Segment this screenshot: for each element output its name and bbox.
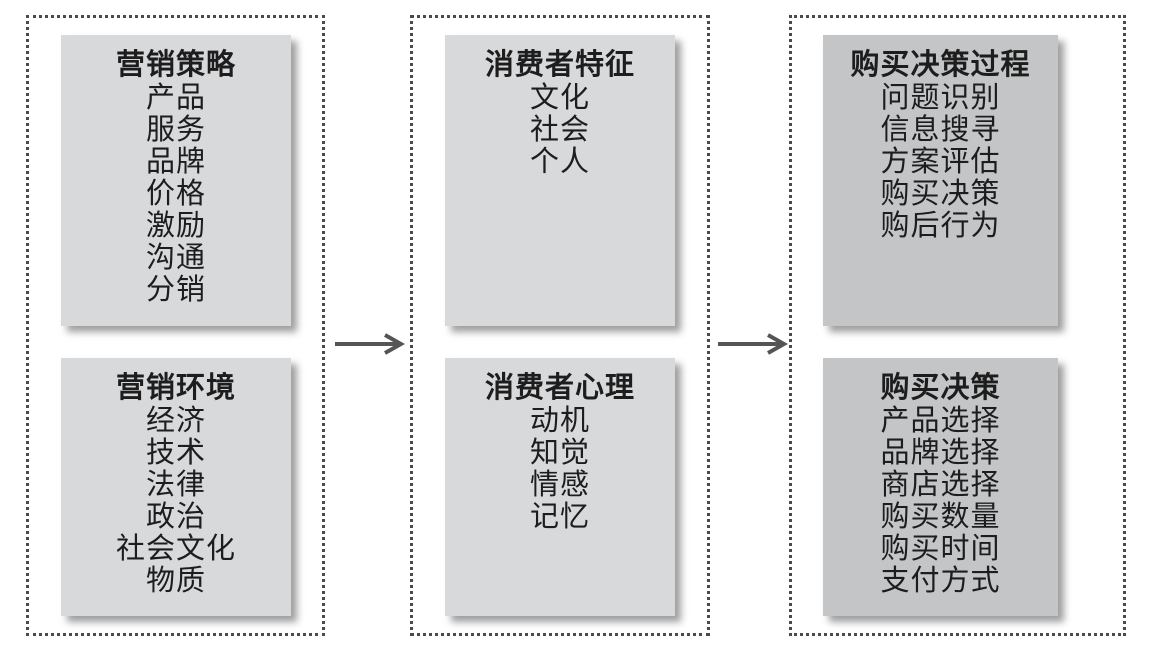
box-item-list: 产品选择 品牌选择 商店选择 购买数量 购买时间 支付方式 [823, 404, 1058, 596]
consumer-psychology-box: 消费者心理 动机 知觉 情感 记忆 [445, 358, 675, 616]
list-item: 社会 [529, 112, 590, 146]
marketing-strategy-box: 营销策略 产品 服务 品牌 价格 激励 沟通 分销 [61, 35, 291, 326]
list-item: 情感 [529, 467, 590, 501]
list-item: 信息搜寻 [880, 112, 1001, 146]
box-item-list: 文化 社会 个人 [445, 81, 675, 177]
list-item: 购买决策 [880, 176, 1001, 210]
list-item: 社会文化 [115, 531, 236, 565]
box-title: 消费者特征 [484, 47, 635, 81]
list-item: 问题识别 [880, 80, 1001, 114]
list-item: 购后行为 [880, 208, 1001, 242]
list-item: 动机 [529, 403, 590, 437]
box-title: 营销环境 [115, 370, 236, 404]
list-item: 激励 [145, 208, 206, 242]
right-arrow-icon [718, 333, 788, 355]
list-item: 个人 [529, 144, 590, 178]
list-item: 价格 [145, 176, 206, 210]
list-item: 支付方式 [880, 563, 1001, 597]
box-title: 消费者心理 [484, 370, 635, 404]
marketing-environment-box: 营销环境 经济 技术 法律 政治 社会文化 物质 [61, 358, 291, 616]
list-item: 法律 [145, 467, 206, 501]
list-item: 知觉 [529, 435, 590, 469]
consumer-characteristics-box: 消费者特征 文化 社会 个人 [445, 35, 675, 326]
right-arrow-icon [335, 333, 405, 355]
list-item: 产品 [145, 80, 206, 114]
list-item: 服务 [145, 112, 206, 146]
list-item: 技术 [145, 435, 206, 469]
box-item-list: 问题识别 信息搜寻 方案评估 购买决策 购后行为 [823, 81, 1058, 241]
list-item: 购买数量 [880, 499, 1001, 533]
box-item-list: 动机 知觉 情感 记忆 [445, 404, 675, 532]
list-item: 沟通 [145, 240, 206, 274]
box-title: 营销策略 [115, 47, 236, 81]
list-item: 分销 [145, 272, 206, 306]
purchase-decision-group: 购买决策过程 问题识别 信息搜寻 方案评估 购买决策 购后行为 购买决策 产品选… [789, 15, 1126, 636]
box-item-list: 经济 技术 法律 政治 社会文化 物质 [61, 404, 291, 596]
list-item: 商店选择 [880, 467, 1001, 501]
list-item: 记忆 [529, 499, 590, 533]
list-item: 品牌选择 [880, 435, 1001, 469]
box-title: 购买决策过程 [850, 47, 1031, 81]
purchase-decisions-box: 购买决策 产品选择 品牌选择 商店选择 购买数量 购买时间 支付方式 [823, 358, 1058, 616]
list-item: 购买时间 [880, 531, 1001, 565]
purchase-decision-process-box: 购买决策过程 问题识别 信息搜寻 方案评估 购买决策 购后行为 [823, 35, 1058, 326]
list-item: 物质 [145, 563, 206, 597]
box-title: 购买决策 [880, 370, 1001, 404]
list-item: 经济 [145, 403, 206, 437]
box-item-list: 产品 服务 品牌 价格 激励 沟通 分销 [61, 81, 291, 305]
consumer-factors-group: 消费者特征 文化 社会 个人 消费者心理 动机 知觉 情感 记忆 [410, 15, 710, 636]
list-item: 方案评估 [880, 144, 1001, 178]
list-item: 产品选择 [880, 403, 1001, 437]
list-item: 文化 [529, 80, 590, 114]
marketing-inputs-group: 营销策略 产品 服务 品牌 价格 激励 沟通 分销 营销环境 经济 技术 法律 … [26, 15, 325, 636]
list-item: 品牌 [145, 144, 206, 178]
list-item: 政治 [145, 499, 206, 533]
